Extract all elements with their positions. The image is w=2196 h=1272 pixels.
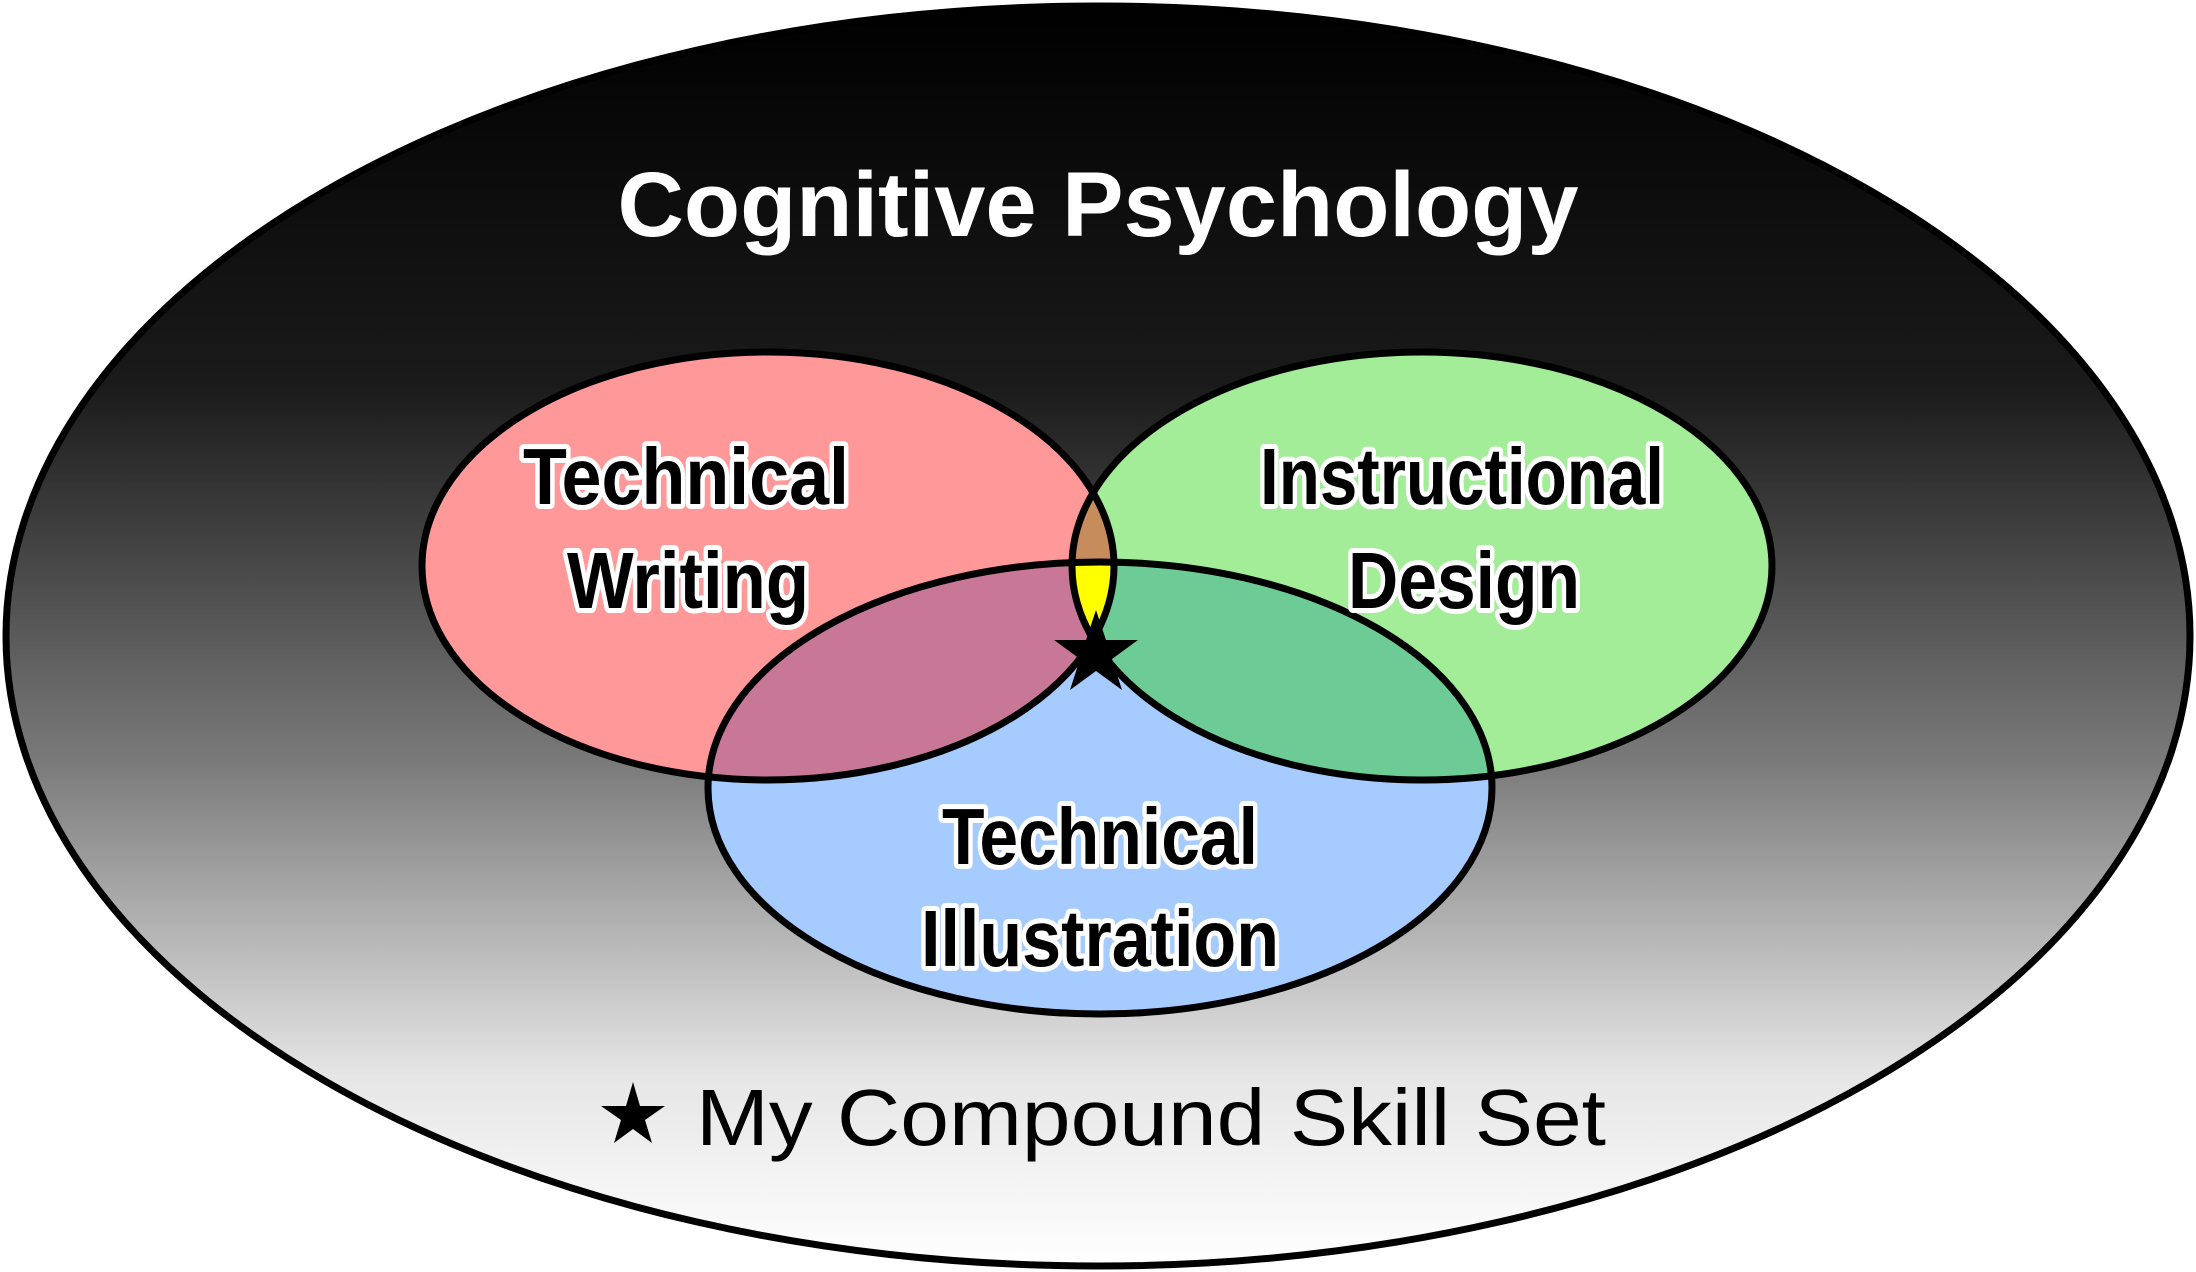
label-technical-writing: Technical (523, 432, 849, 521)
intersection-writing-illustration (708, 562, 1114, 780)
set-outlines (418, 348, 1776, 1018)
label-instructional-design: Instructional (1260, 432, 1664, 521)
label-technical-illustration-line2: Illustration (921, 894, 1279, 983)
diagram-title: Cognitive Psychology (617, 154, 1578, 256)
star-icon (1054, 610, 1138, 690)
intersection-design-illustration (1072, 562, 1492, 780)
label-technical-writing-line2: Writing (567, 536, 809, 625)
label-instructional-design-line2: Design (1348, 536, 1580, 625)
label-technical-illustration: Technical (942, 792, 1258, 881)
legend-star-icon (601, 1082, 665, 1143)
legend-label: My Compound Skill Set (696, 1073, 1606, 1162)
legend: My Compound Skill Set (601, 1073, 1606, 1162)
